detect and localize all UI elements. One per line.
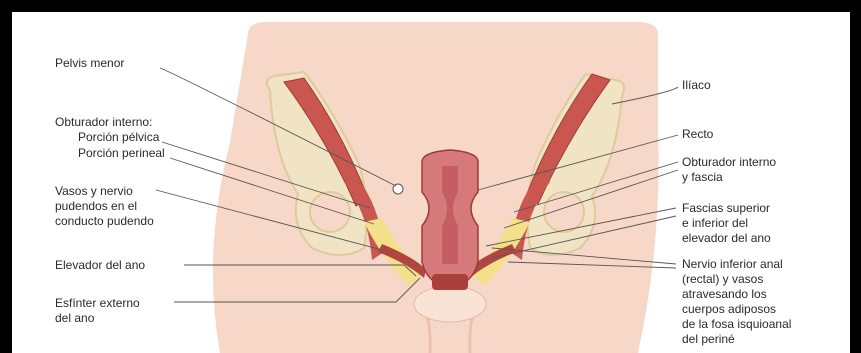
label-elevador-ano: Elevador del ano xyxy=(55,258,145,273)
label-porcion-perineal: Porción perineal xyxy=(78,146,165,161)
label-obturador-fascia: Obturador interno y fascia xyxy=(682,155,776,185)
label-nervio-inferior-anal: Nervio inferior anal (rectal) y vasos at… xyxy=(682,257,791,347)
label-recto: Recto xyxy=(682,127,713,142)
label-fascias: Fascias superior e inferior del elevador… xyxy=(682,201,771,246)
label-vasos-nervio: Vasos y nervio pudendos en el conducto p… xyxy=(55,184,154,229)
anal-sphincter xyxy=(432,274,468,290)
label-porcion-pelvica: Porción pélvica xyxy=(78,130,159,145)
perineal-shadow xyxy=(414,286,486,322)
label-pelvis-menor: Pelvis menor xyxy=(55,56,124,71)
left-obturator-foramen xyxy=(310,192,350,232)
label-obturador-interno: Obturador interno: xyxy=(55,115,152,130)
label-esfinter-externo: Esfínter externo del ano xyxy=(55,296,140,326)
illustration-frame: Pelvis menor Obturador interno: Porción … xyxy=(12,12,850,353)
right-obturator-foramen xyxy=(544,192,584,232)
label-iliaco: Ilíaco xyxy=(682,78,711,93)
